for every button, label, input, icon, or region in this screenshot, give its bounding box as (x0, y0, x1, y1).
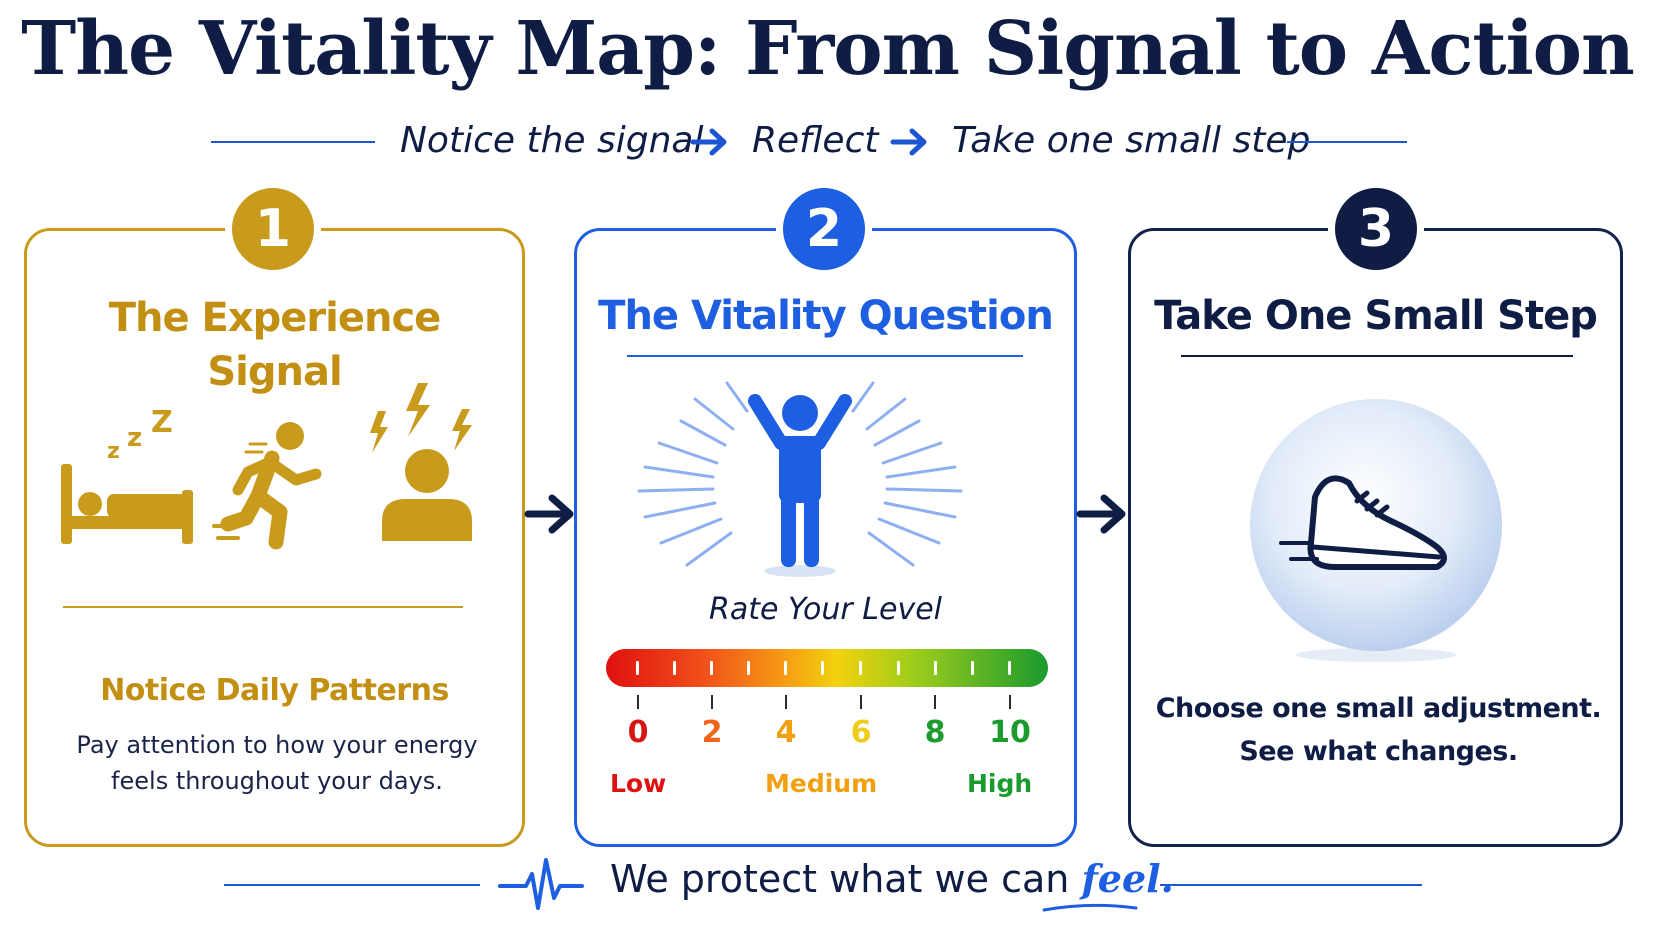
subtitle-step-notice: Notice the signal (400, 120, 704, 161)
scale-number-8: 8 (924, 715, 946, 750)
footer-tagline: We protect what we can feel. (0, 850, 1655, 916)
card-2-title: The Vitality Question (598, 293, 1054, 339)
scale-label-medium: Medium (765, 769, 878, 798)
card-experience-signal: The Experience Signal z z Z Notice Daily… (24, 228, 525, 847)
card-small-step: Take One Small Step Choose one small adj… (1128, 228, 1623, 847)
svg-text:z: z (107, 439, 120, 464)
card-1-divider (63, 606, 463, 608)
footer-text: We protect what we can feel. (610, 856, 1174, 901)
page-title: The Vitality Map: From Signal to Action (21, 6, 1635, 92)
svg-text:z: z (127, 423, 142, 453)
scale-tick (821, 661, 824, 675)
sneaker-icon (1250, 399, 1502, 662)
arrow-right-icon (1076, 494, 1126, 534)
card-3-title-underline (1181, 355, 1573, 357)
card-2-title-underline (627, 355, 1023, 357)
scale-label-high: High (967, 769, 1033, 798)
scale-tick (673, 661, 676, 675)
scale-tick (784, 661, 787, 675)
subtitle-right-line (1287, 141, 1407, 143)
scale-tick (636, 661, 639, 675)
card-1-body: Pay attention to how your energy feels t… (47, 727, 507, 799)
step-badge-3: 3 (1328, 181, 1424, 277)
scale-tick (710, 661, 713, 675)
subtitle-step-small-step: Take one small step (952, 120, 1311, 161)
rate-your-level-label: Rate Your Level (709, 592, 942, 627)
footer-text-emphasis: feel. (1081, 856, 1174, 901)
scale-number-4: 4 (775, 715, 797, 750)
card-1-subheading: Notice Daily Patterns (100, 673, 449, 708)
scale-number-6: 6 (850, 715, 872, 750)
process-subtitle: Notice the signal Reflect Take one small… (0, 114, 1655, 170)
scale-tick (934, 661, 937, 675)
scale-tick (711, 695, 713, 709)
card-1-body-line2: feels throughout your days. (111, 767, 443, 795)
arrow-right-icon (690, 128, 727, 156)
scale-tick (860, 695, 862, 709)
scale-number-2: 2 (701, 715, 723, 750)
card-3-body-line2: See what changes. (1239, 736, 1518, 767)
card-1-title: The Experience Signal (27, 291, 522, 399)
card-1-title-line2: Signal (207, 349, 342, 395)
step-badge-1: 1 (225, 181, 321, 277)
scale-tick (934, 695, 936, 709)
scale-tick (637, 695, 639, 709)
step-badge-2: 2 (776, 181, 872, 277)
scale-number-0: 0 (627, 715, 649, 750)
scale-tick (785, 695, 787, 709)
arrow-right-icon (524, 494, 574, 534)
bed-sleep-icon: z z Z (61, 406, 193, 544)
scale-tick (1009, 695, 1011, 709)
card-3-body-line1: Choose one small adjustment. (1155, 693, 1602, 724)
footer-left-line (224, 884, 480, 886)
scale-number-10: 10 (989, 715, 1031, 750)
scale-tick (747, 661, 750, 675)
running-person-icon (212, 422, 322, 550)
footer-text-main: We protect what we can (610, 857, 1070, 901)
card-3-title: Take One Small Step (1154, 293, 1598, 339)
scale-tick (859, 661, 862, 675)
scale-label-low: Low (610, 769, 667, 798)
scale-tick (1008, 661, 1011, 675)
arrow-right-icon (890, 128, 927, 156)
footer-emphasis-underline (1042, 903, 1138, 912)
subtitle-left-line (211, 141, 375, 143)
scale-tick (971, 661, 974, 675)
scale-tick (897, 661, 900, 675)
stressed-person-icon (370, 383, 472, 541)
svg-text:Z: Z (151, 406, 173, 440)
card-3-body: Choose one small adjustment. See what ch… (1141, 687, 1616, 773)
heartbeat-icon (498, 858, 584, 910)
footer-right-line (1160, 884, 1422, 886)
energized-person-icon (637, 381, 963, 577)
subtitle-step-reflect: Reflect (752, 120, 879, 161)
vitality-scale-bar (606, 649, 1048, 687)
card-vitality-question: The Vitality Question Rate Your Level (574, 228, 1077, 847)
card-1-title-line1: The Experience (108, 295, 442, 341)
card-1-body-line1: Pay attention to how your energy (76, 731, 478, 759)
